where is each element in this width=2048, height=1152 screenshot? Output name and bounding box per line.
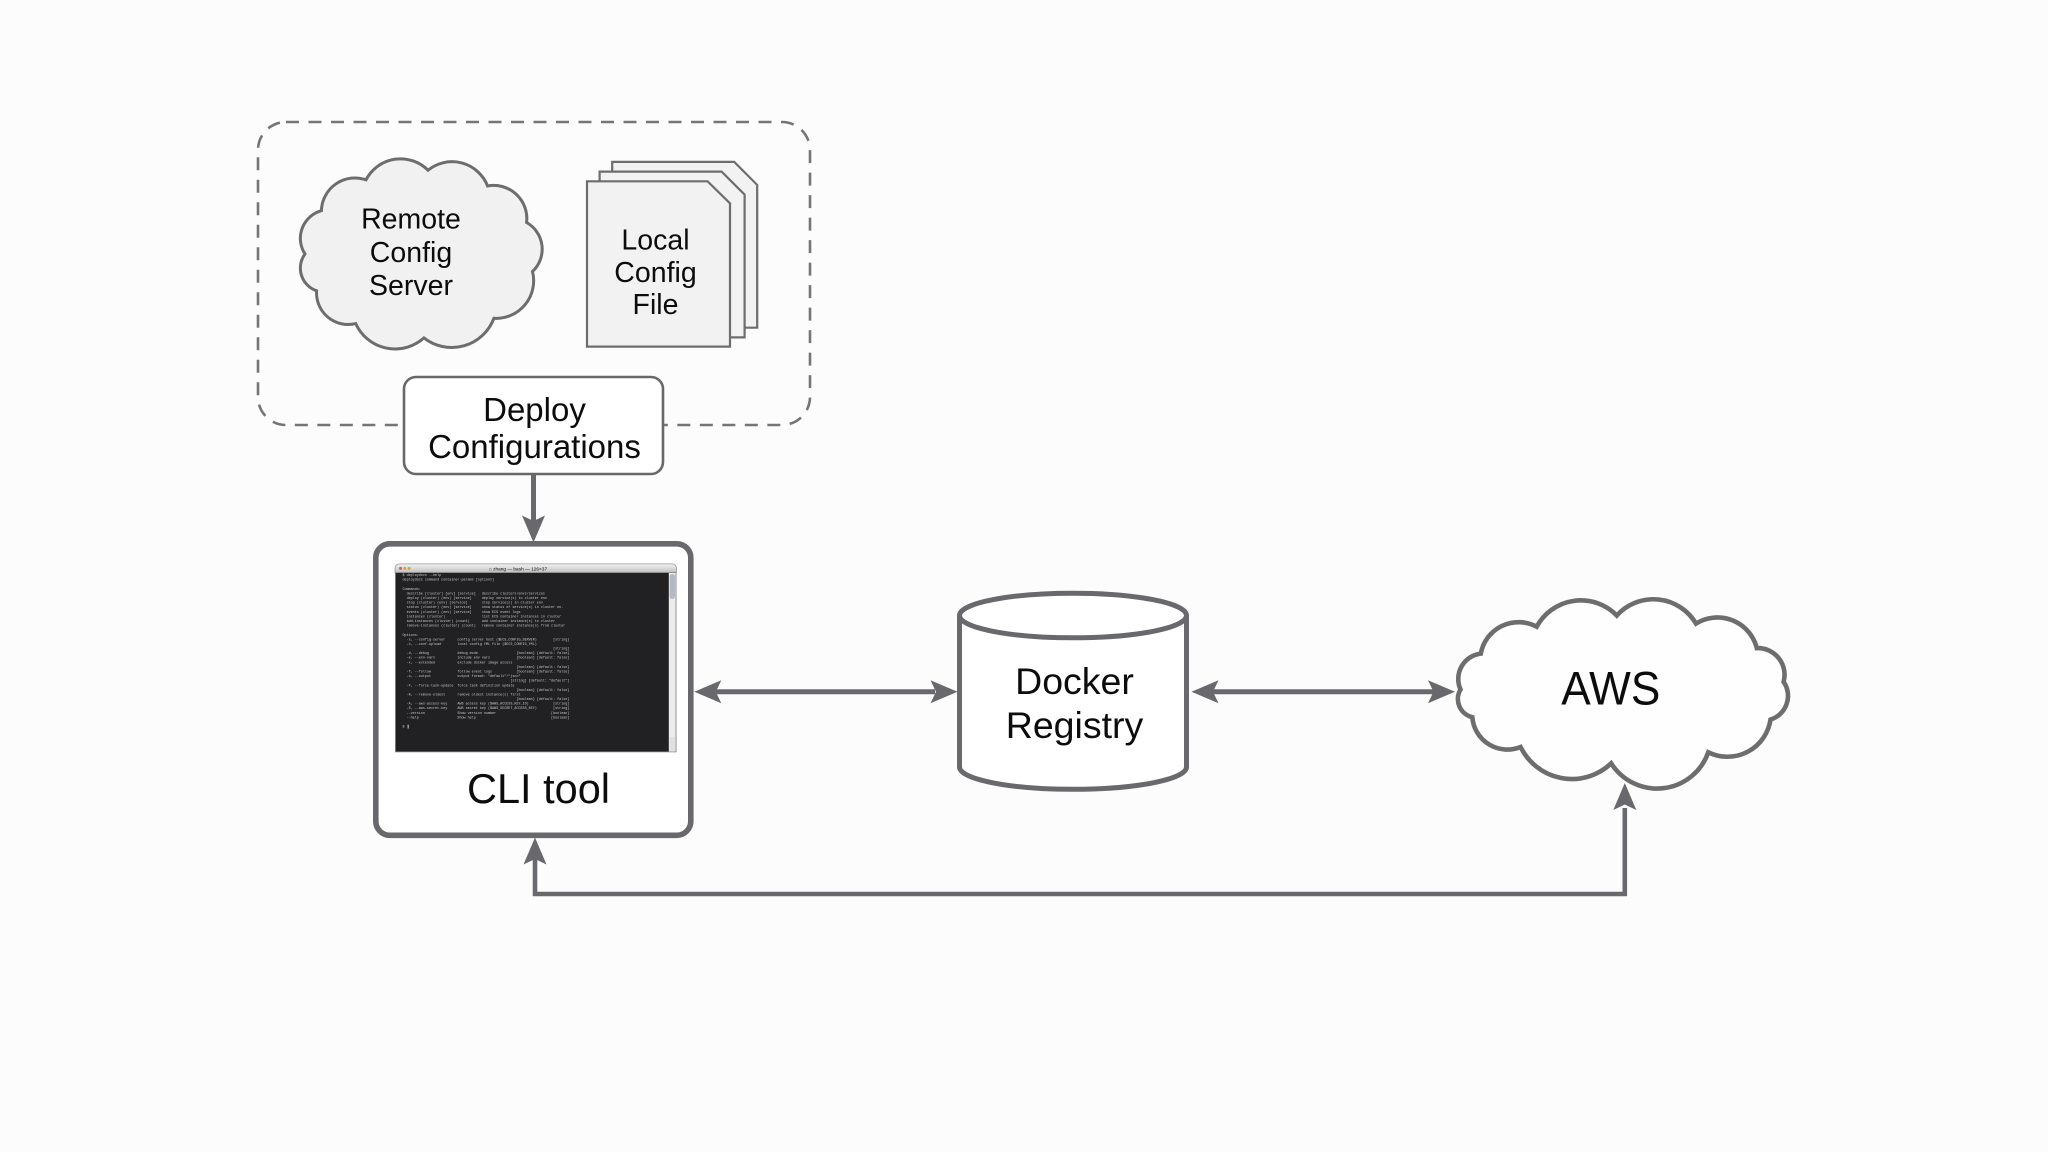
svg-text:instances (cluster): instances (cluster) list ECS container i…: [403, 614, 562, 619]
svg-text:Configurations: Configurations: [428, 428, 641, 465]
svg-text:events (cluster) (env) [servic: events (cluster) (env) [service] show EC…: [403, 610, 521, 615]
svg-text:[string] [default: "default"]: [string] [default: "default"]: [403, 679, 570, 684]
svg-text:[string]: [string]: [403, 647, 570, 652]
svg-text:-c, --conf-upload local: -c, --conf-upload local config YML file …: [403, 642, 537, 647]
svg-text:--help Show: --help Show help [boolean]: [403, 715, 570, 720]
svg-text:[boolean] [default: false]: [boolean] [default: false]: [403, 665, 570, 670]
svg-text:File: File: [633, 289, 679, 321]
svg-text:Commands:: Commands:: [403, 587, 421, 592]
svg-text:-s, --config-server confi: -s, --config-server config server host (…: [403, 637, 570, 642]
svg-text:--version Show: --version Show version number [boolean]: [403, 711, 570, 716]
svg-text:describe [cluster] [env] [serv: describe [cluster] [env] [service] descr…: [403, 591, 545, 596]
svg-text:⌂ zhang — bash — 126×37: ⌂ zhang — bash — 126×37: [489, 567, 548, 573]
svg-text:-F, --force-task-update force: -F, --force-task-update force task defin…: [403, 683, 515, 688]
svg-text:[boolean] [default: false]: [boolean] [default: false]: [403, 688, 570, 693]
svg-text:$ ▐: $ ▐: [403, 725, 410, 730]
svg-text:AWS: AWS: [1561, 662, 1660, 715]
svg-text:Registry: Registry: [1006, 704, 1144, 746]
svg-text:Options:: Options:: [403, 633, 419, 638]
svg-text:Remote: Remote: [361, 204, 461, 236]
svg-text:Config: Config: [614, 257, 696, 289]
svg-text:Server: Server: [369, 270, 453, 302]
svg-text:status (cluster) (env) [servic: status (cluster) (env) [service] show st…: [403, 605, 564, 610]
svg-text:deploydocs command container-p: deploydocs command container-params [opt…: [403, 578, 495, 583]
svg-text:deploy (cluster) (env) [servic: deploy (cluster) (env) [service] deploy …: [403, 596, 547, 601]
svg-text:Docker: Docker: [1015, 660, 1134, 702]
svg-text:-A, --aws-access-key AWS a: -A, --aws-access-key AWS access key ($AW…: [403, 702, 570, 707]
svg-text:remove-instances (cluster) (co: remove-instances (cluster) (count) remov…: [403, 624, 566, 629]
svg-text:-e, --env-vars inclu: -e, --env-vars include env vars [boolean…: [403, 656, 570, 661]
svg-text:-f, --follow follo: -f, --follow follow event logs [boolean]…: [403, 669, 570, 674]
svg-text:-d, --debug debug: -d, --debug debug mode [boolean] [defaul…: [403, 651, 570, 656]
svg-text:stop (cluster) (env) [service]: stop (cluster) (env) [service] stop serv…: [403, 601, 543, 606]
svg-text:-S, --aws-secret-key AWS s: -S, --aws-secret-key AWS secret key ($AW…: [403, 706, 570, 711]
svg-text:Local: Local: [621, 225, 689, 257]
svg-text:CLI tool: CLI tool: [467, 765, 610, 812]
svg-text:-x, --extended exclu: -x, --extended exclude docker image acce…: [403, 660, 513, 665]
svg-text:$ deploydocs --help: $ deploydocs --help: [403, 573, 442, 578]
svg-text:add-instances (cluster) (count: add-instances (cluster) (count) add cont…: [403, 619, 556, 624]
svg-text:-R, --remove-oldest remov: -R, --remove-oldest remove oldest instan…: [403, 692, 521, 697]
svg-text:Config: Config: [370, 237, 452, 269]
svg-text:[boolean] [default: false]: [boolean] [default: false]: [403, 697, 570, 702]
svg-text:-o, --output outpu: -o, --output output format: "default"/"j…: [403, 674, 521, 679]
svg-text:Deploy: Deploy: [483, 391, 586, 428]
